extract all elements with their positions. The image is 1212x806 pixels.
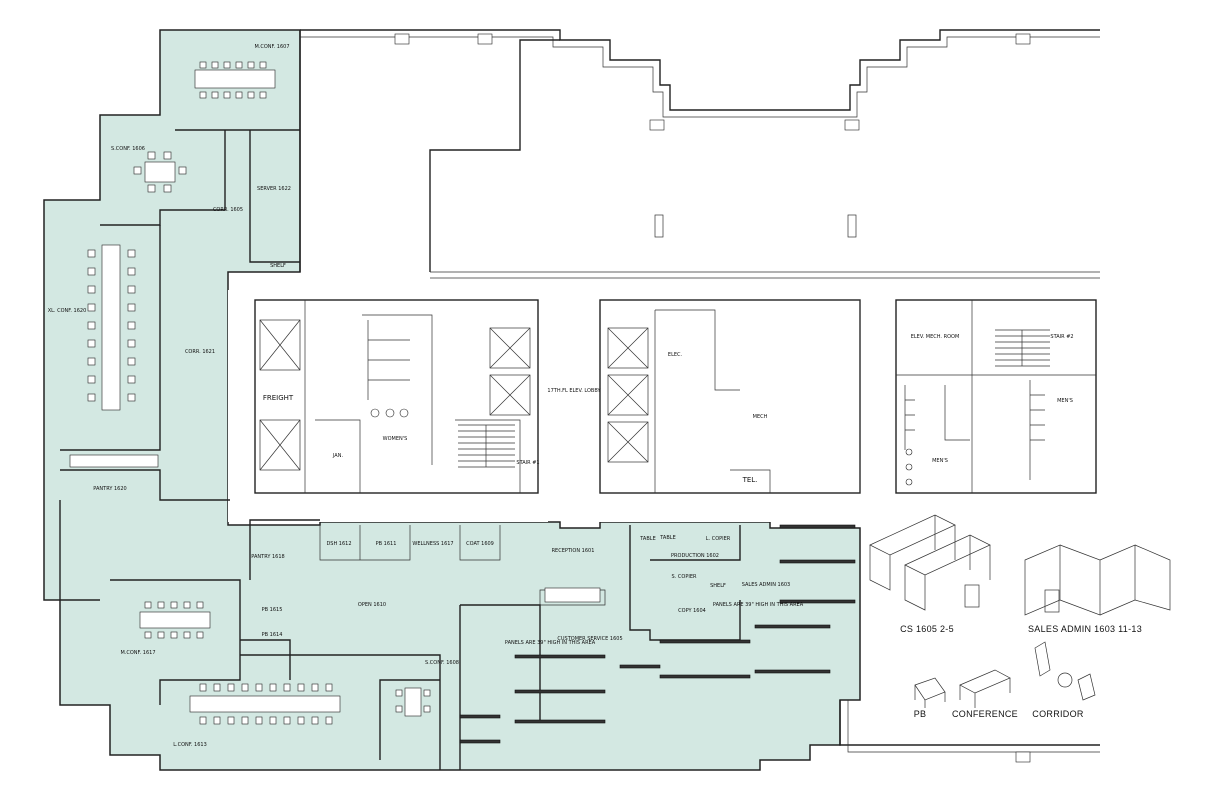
womens-label: WOMEN'S (383, 436, 408, 442)
building-core: FREIGHT JAN. WOMEN'S STAIR #1 17TH.FL EL… (254, 299, 1097, 494)
tenant-area (43, 29, 861, 771)
core-left-outline (254, 299, 539, 494)
stair-1-treads (458, 424, 515, 468)
conference-drawing (959, 669, 1011, 708)
sales-admin-drawing (1024, 544, 1171, 616)
elev-mech-room-label: ELEV. MECH. ROOM (911, 334, 960, 340)
table-left-label: TABLE (639, 536, 655, 542)
interior-walls (59, 129, 741, 770)
m-conf-bottom-label: M.CONF. 1617 (120, 650, 155, 656)
panels-center-label: PANELS ARE 39" HIGH IN THIS AREA (505, 640, 596, 646)
conference-table (194, 69, 276, 89)
mens-2-label: MEN'S (932, 458, 948, 464)
bottom-conference-table (139, 611, 211, 629)
customer-service-label: CUSTOMER SERVICE 1605 (557, 636, 622, 642)
copy-label: COPY 1604 (678, 608, 706, 614)
l-conf-label: L.CONF. 1613 (173, 742, 207, 748)
small-conference-table (144, 161, 176, 183)
mech-label: MECH (753, 414, 768, 420)
table-right-label: TABLE (659, 535, 675, 541)
legend-corridor-label: CORRIDOR (1032, 709, 1084, 719)
cs-workstation-drawing (869, 514, 991, 611)
legend-cs-label: CS 1605 2-5 (900, 624, 954, 634)
coat-label: COAT 1609 (466, 541, 494, 547)
large-conference-table (189, 695, 341, 713)
corr-top-label: CORR. 1605 (213, 207, 243, 213)
xl-conference-table (101, 244, 121, 411)
room-labels: M.CONF. 1607 S.CONF. 1606 SERVER 1622 SH… (48, 44, 804, 748)
core-right-outline (895, 299, 1097, 494)
core-block-middle (595, 290, 860, 522)
freight-label: FREIGHT (263, 394, 294, 402)
xl-conf-label: XL. CONF. 1620 (48, 308, 87, 314)
corr-left-label: CORR. 1621 (185, 349, 215, 355)
furniture (69, 61, 856, 744)
legend-pb-label: PB (914, 709, 927, 719)
production-label: PRODUCTION 1602 (671, 553, 719, 559)
s-conf-label: S.CONF. 1606 (111, 146, 145, 152)
wellness-label: WELLNESS 1617 (412, 541, 453, 547)
stair-1-label: STAIR #1 (516, 460, 539, 466)
core-block-left (228, 290, 548, 522)
m-conf-top-label: M.CONF. 1607 (254, 44, 289, 50)
lobby-label: 17TH.FL ELEV. LOBBY (547, 388, 601, 394)
pantry-left-label: PANTRY 1620 (93, 486, 126, 492)
s-copier-label: S. COPIER (672, 574, 697, 580)
panels-right-label: PANELS ARE 39" HIGH IN THIS AREA (713, 602, 804, 608)
stair-2-treads (995, 329, 1050, 367)
dsh-label: DSH 1612 (326, 541, 351, 547)
pb3-label: PB 1614 (262, 632, 283, 638)
pb2-label: PB 1615 (262, 607, 283, 613)
reception-label: RECEPTION 1601 (552, 548, 595, 554)
shelf-prod-label: SHELF (710, 583, 726, 589)
open-label: OPEN 1610 (358, 602, 386, 608)
mens-1-label: MEN'S (1057, 398, 1073, 404)
elec-label: ELEC. (668, 352, 683, 358)
sales-admin-label: SALES ADMIN 1603 (742, 582, 791, 588)
corridor-drawing (1034, 641, 1096, 701)
l-copier-label: L. COPIER (706, 536, 731, 542)
server-label: SERVER 1622 (257, 186, 291, 192)
janitor-label: JAN. (332, 453, 344, 459)
building-outline (299, 29, 1100, 763)
pantry-center-label: PANTRY 1618 (251, 554, 284, 560)
legend: CS 1605 2-5 SALES ADMIN 1603 11-13 PB CO… (869, 514, 1171, 719)
shelf-top-label: SHELF (270, 263, 286, 269)
stair-2-label: STAIR #2 (1050, 334, 1073, 340)
legend-sales-admin-label: SALES ADMIN 1603 11-13 (1028, 624, 1142, 634)
tel-label: TEL. (742, 476, 758, 484)
s-conf-bottom-label: S.CONF. 1608 (425, 660, 459, 666)
legend-conference-label: CONFERENCE (952, 709, 1018, 719)
pb1-label: PB 1611 (376, 541, 397, 547)
pb-chair-drawing (914, 677, 946, 708)
